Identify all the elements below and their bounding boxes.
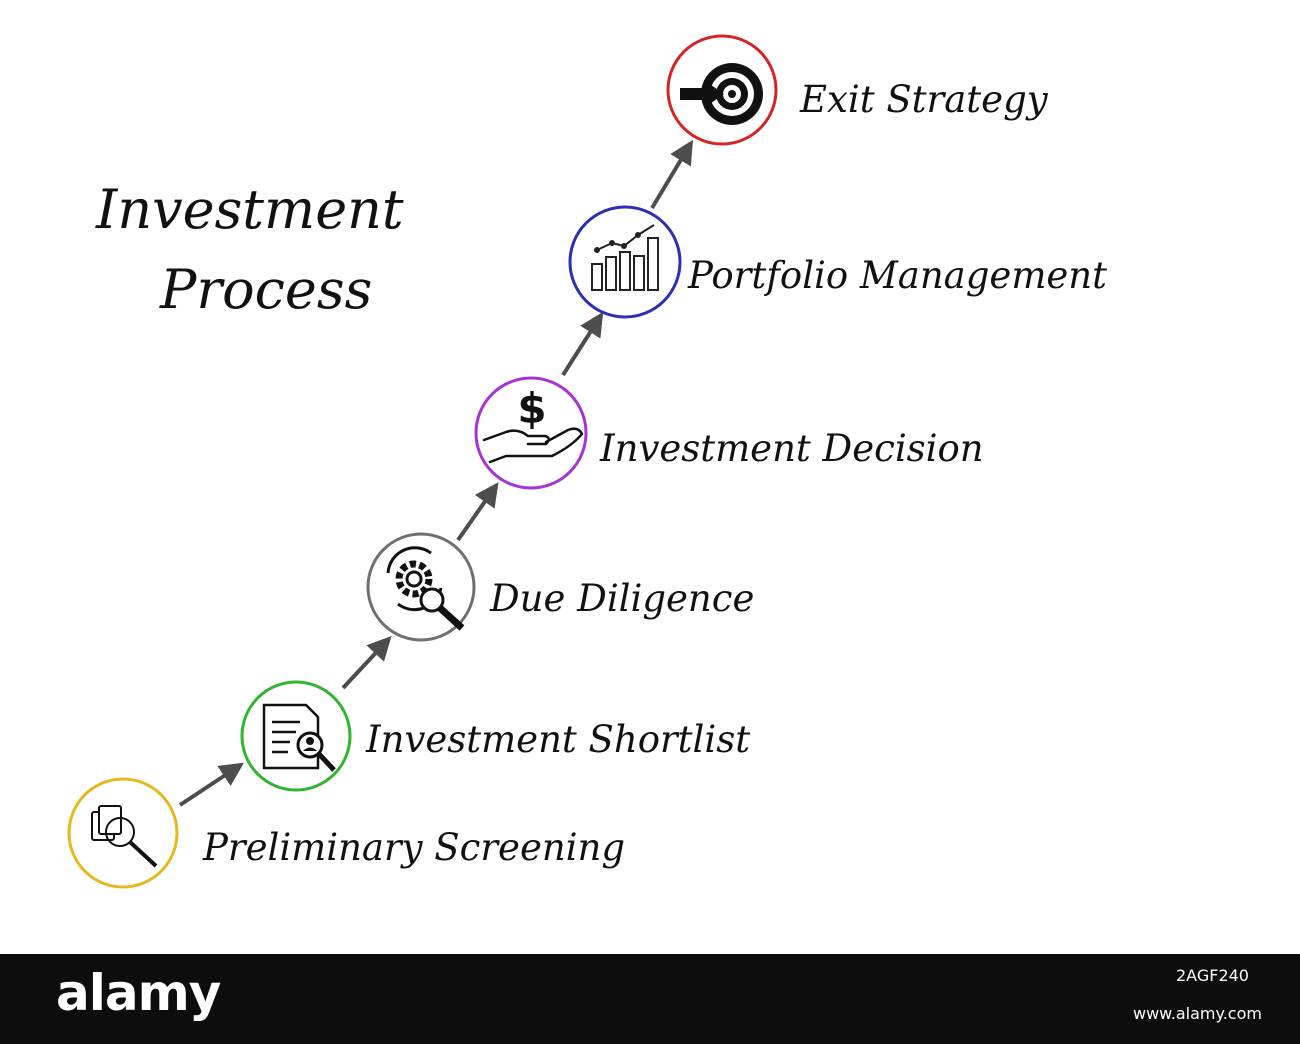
title-line-2: Process <box>160 258 373 321</box>
diagram-title: Investment Process <box>96 170 516 330</box>
step-label-investment-decision: Investment Decision <box>600 427 984 470</box>
step-label-exit-strategy: Exit Strategy <box>800 78 1048 121</box>
title-line-1: Investment <box>96 178 404 241</box>
growth-chart-icon <box>591 224 659 291</box>
connector-arrows <box>178 139 693 807</box>
step-label-preliminary-screening: Preliminary Screening <box>203 826 626 869</box>
step-investment-decision: $ <box>474 376 588 490</box>
step-portfolio-management <box>568 205 682 319</box>
alamy-logo: alamy <box>56 964 221 1022</box>
step-preliminary-screening <box>67 777 179 889</box>
target-arrow-icon <box>680 63 763 125</box>
arrow-2 <box>341 635 392 690</box>
watermark-footer: alamy 2AGF240 www.alamy.com <box>0 954 1300 1044</box>
process-diagram: $ <box>67 34 778 889</box>
image-id: 2AGF240 <box>1176 966 1249 985</box>
profile-document-search-icon <box>262 703 336 772</box>
step-label-investment-shortlist: Investment Shortlist <box>366 718 751 761</box>
money-hand-icon: $ <box>482 384 584 464</box>
arrow-5 <box>650 139 693 210</box>
arrow-1 <box>178 762 245 807</box>
step-label-due-diligence: Due Diligence <box>490 577 755 620</box>
arrow-3 <box>456 482 499 542</box>
step-label-portfolio-management: Portfolio Management <box>688 254 1107 297</box>
gear-magnifier-icon <box>386 546 465 631</box>
site-url: www.alamy.com <box>1133 1004 1262 1023</box>
document-search-icon <box>91 805 158 868</box>
step-due-diligence <box>366 532 476 642</box>
step-exit-strategy <box>666 34 778 146</box>
svg-text:$: $ <box>517 384 546 433</box>
step-investment-shortlist <box>240 680 352 792</box>
arrow-4 <box>561 311 604 377</box>
